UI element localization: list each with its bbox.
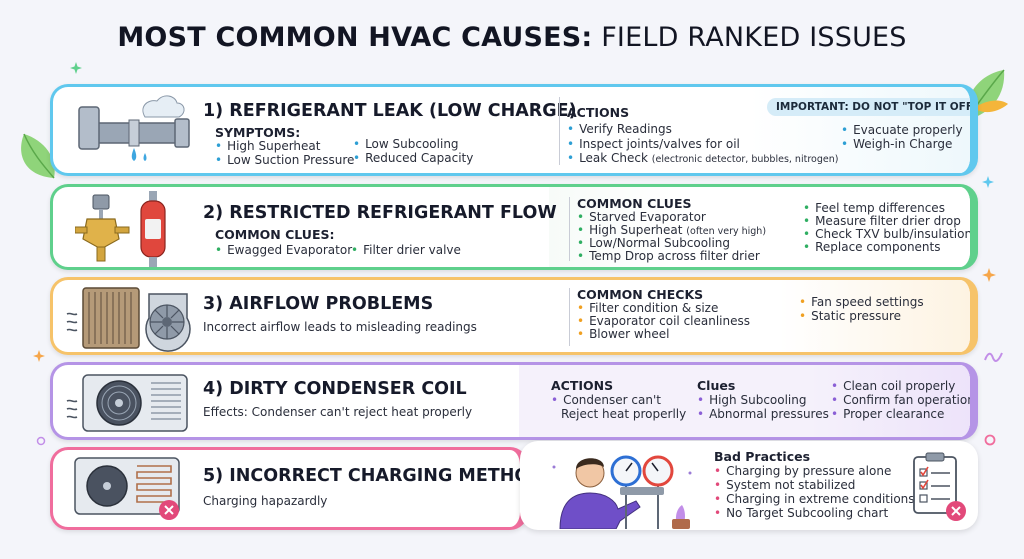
issue-heading: 2) RESTRICTED REFRIGERANT FLOW [203, 203, 557, 223]
issue-description: Incorrect airflow leads to misleading re… [203, 320, 477, 334]
action-note: (electronic detector, bubbles, nitrogen) [651, 154, 839, 165]
clue-item: Starved Evaporator [577, 210, 706, 224]
issue-card-restricted-flow: 2) RESTRICTED REFRIGERANT FLOW COMMON CL… [50, 184, 978, 270]
clue-item: High Superheat (often very high) [577, 223, 766, 239]
clue-action-item: Feel temp differences [803, 201, 945, 215]
action-item: Weigh-in Charge [841, 137, 952, 151]
check-item: Evaporator coil cleanliness [577, 314, 750, 328]
action-item: Inspect joints/valves for oil [567, 137, 740, 151]
sparkle-icon [33, 350, 45, 362]
important-badge: IMPORTANT: DO NOT "TOP IT OFF" [767, 98, 970, 116]
actions-label: ACTIONS [551, 378, 614, 393]
issue-card-airflow: 3) AIRFLOW PROBLEMS Incorrect airflow le… [50, 277, 978, 355]
symptom-item: High Superheat [215, 139, 320, 153]
clue-action-item: Check TXV bulb/insulation [803, 227, 970, 241]
page-title: MOST COMMON HVAC CAUSES: FIELD RANKED IS… [0, 22, 1024, 53]
bad-practices-panel: Bad Practices Charging by pressure alone… [520, 441, 978, 530]
issue-heading: 4) DIRTY CONDENSER COIL [203, 379, 467, 399]
issue-card-refrigerant-leak: 1) REFRIGERANT LEAK (LOW CHARGE) SYMPTOM… [50, 84, 978, 176]
issue-description: Effects: Condenser can't reject heat pro… [203, 405, 473, 419]
bad-practice-item: Charging in extreme conditions [714, 492, 914, 506]
clues-label: Clues [697, 378, 736, 393]
clue-action-item: Replace components [803, 240, 940, 254]
clue-text: High Superheat [589, 223, 683, 237]
page-title-bold: MOST COMMON HVAC CAUSES: [117, 22, 593, 53]
ring-icon [984, 434, 996, 446]
issue-card-incorrect-charging: 5) INCORRECT CHARGING METHOD Charging ha… [50, 447, 528, 530]
common-clues-label: COMMON CLUES: [215, 227, 335, 242]
action-item: Verify Readings [567, 122, 672, 136]
action-item: Condenser can't [551, 393, 661, 407]
issue-heading: 1) REFRIGERANT LEAK (LOW CHARGE) [203, 101, 577, 121]
clue-note: (often very high) [686, 226, 767, 237]
outdoor-unit-with-error-icon [74, 457, 180, 520]
action-item: Evacuate properly [841, 123, 963, 137]
clue-item: Low/Normal Subcooling [577, 236, 730, 250]
bad-practice-item: No Target Subcooling chart [714, 506, 888, 520]
issue-heading: 3) AIRFLOW PROBLEMS [203, 294, 434, 314]
txv-valve-and-filter-drier-icon [75, 191, 166, 267]
air-filter-and-blower-icon [66, 287, 191, 352]
check-item: Static pressure [799, 309, 901, 323]
fix-item: Confirm fan operation [831, 393, 970, 407]
clue-item: High Subcooling [697, 393, 806, 407]
symptom-item: Reduced Capacity [353, 151, 473, 165]
symptom-item: Low Suction Pressure [215, 153, 354, 167]
sparkle-icon [982, 268, 996, 282]
symptom-item: Low Subcooling [353, 137, 458, 151]
action-item: Leak Check (electronic detector, bubbles… [567, 151, 838, 167]
action-item-continued: Reject heat properlly [561, 407, 687, 421]
technician-with-gauges-icon [552, 455, 692, 529]
fix-item: Clean coil properly [831, 379, 955, 393]
symptoms-label: SYMPTOMS: [215, 125, 301, 140]
clue-action-item: Measure filter drier drop [803, 214, 961, 228]
clue-item: Ewagged Evaporator [215, 243, 352, 257]
ring-icon [36, 436, 46, 446]
bad-practices-label: Bad Practices [714, 449, 811, 464]
bad-practice-item: Charging by pressure alone [714, 464, 891, 478]
squiggle-icon [984, 352, 1003, 362]
issue-card-dirty-condenser: 4) DIRTY CONDENSER COIL Effects: Condens… [50, 362, 978, 440]
issue-description: Charging hapazardly [203, 494, 328, 508]
checklist-clipboard-icon [913, 452, 966, 521]
clue-item: Temp Drop across filter drier [577, 249, 760, 263]
check-item: Filter condition & size [577, 301, 718, 315]
actions-label: ACTIONS [567, 105, 630, 120]
check-item: Blower wheel [577, 327, 669, 341]
leaf-left-icon [21, 133, 55, 179]
sparkle-icon [982, 176, 994, 188]
action-text: Leak Check [579, 151, 648, 165]
check-item: Fan speed settings [799, 295, 924, 309]
common-checks-label: COMMON CHECKS [577, 287, 704, 302]
page-title-normal: FIELD RANKED ISSUES [592, 22, 907, 53]
fix-item: Proper clearance [831, 407, 944, 421]
clue-item: Filter drier valve [351, 243, 461, 257]
common-clues-label: COMMON CLUES [577, 196, 692, 211]
leaking-pipe-icon [78, 95, 190, 161]
condenser-unit-icon [66, 374, 188, 432]
clue-item: Abnormal pressures [697, 407, 829, 421]
sparkle-icon [70, 62, 82, 74]
bad-practice-item: System not stabilized [714, 478, 855, 492]
issue-heading: 5) INCORRECT CHARGING METHOD [203, 466, 528, 486]
